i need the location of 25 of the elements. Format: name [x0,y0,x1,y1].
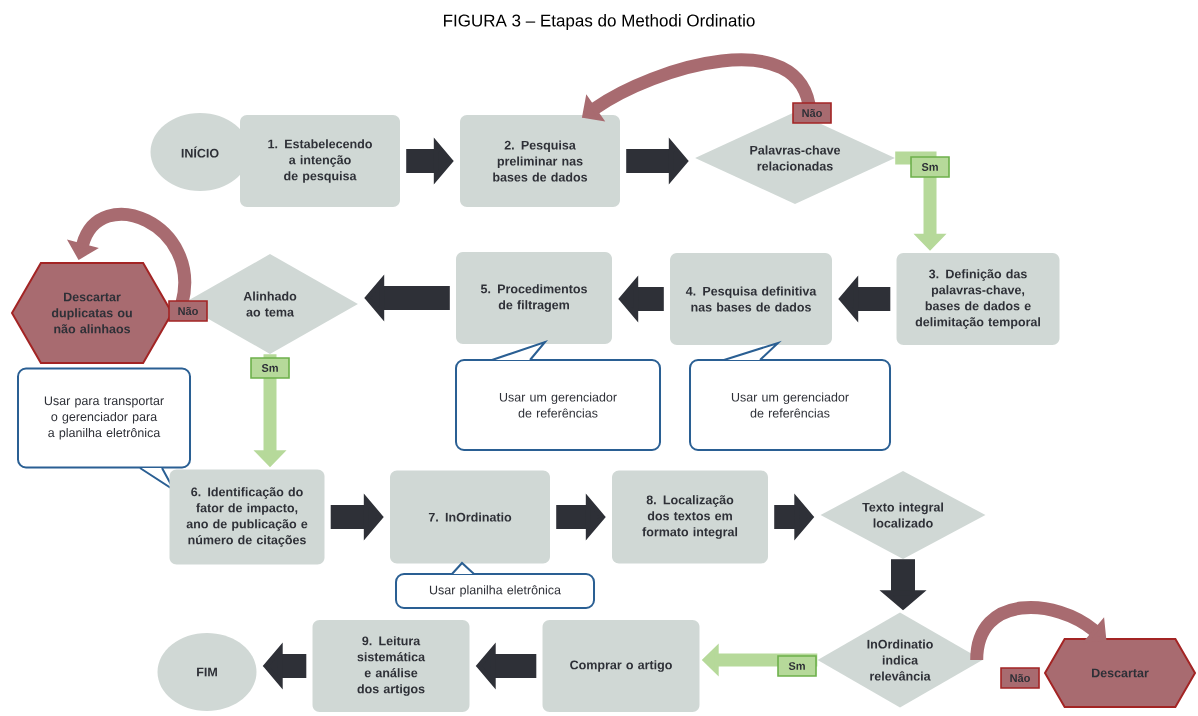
edge-label: Sm [910,156,950,178]
edge-label: Não [168,300,208,322]
edge-label: Sm [777,655,817,677]
edge-label: Sm [250,357,290,379]
node-label: 1. Estabelecendo a intenção de pesquisa [268,139,372,183]
discard-hexagon: Descartar duplicatas ou não alinhaos [10,262,174,364]
process-box: 5. Procedimentos de filtragem [456,252,612,344]
process-box: 7. InOrdinatio [390,470,550,564]
note-callout: Usar para transportar o gerenciador para a planilha eletrônica [17,367,191,493]
discard-hexagon: Descartar [1043,638,1197,708]
edge-label: Não [1000,667,1040,689]
process-box: 8. Localização dos textos em formato integral [612,470,768,564]
note-callout: Usar planilha eletrônica [395,561,595,609]
process-box: Comprar o artigo [542,620,700,712]
note-callout: Usar um gerenciador de referências [455,339,661,451]
figure-title: FIGURA 3 – Etapas do Methodi Ordinatio [444,14,755,30]
node-label: INÍCIO [181,146,219,158]
process-box: 1. Estabelecendo a intenção de pesquisa [240,115,400,207]
process-box: 3. Definição das palavras-chave, bases de dados e delimitação temporal [896,253,1060,345]
note-callout: Usar um gerenciador de referências [689,340,891,451]
edge-label: Não [792,102,832,124]
process-box: 2. Pesquisa preliminar nas bases de dados [460,115,620,207]
process-box: 9. Leitura sistemática e análise dos artigos [312,620,470,712]
process-box: 6. Identificação do fator de impacto, ano de publicação e número de citações [169,469,325,565]
process-box: 4. Pesquisa definitiva nas bases de dados [670,253,832,345]
